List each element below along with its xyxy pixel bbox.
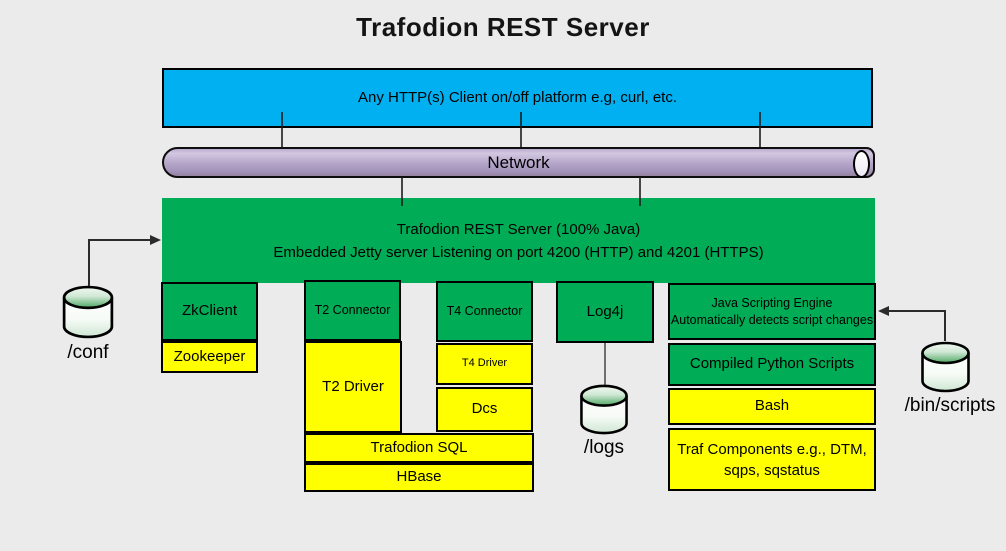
network-pipe-endcap — [853, 150, 870, 178]
rest-server-line1: Trafodion REST Server (100% Java) — [396, 220, 641, 238]
java-scripting-engine-line2: Automatically detects script changes — [670, 312, 874, 327]
dcs-box: Dcs — [436, 387, 533, 432]
traf-components-box: Traf Components e.g., DTM, sqps, sqstatu… — [668, 428, 876, 491]
rest-server-box: Trafodion REST Server (100% Java) Embedd… — [162, 198, 875, 283]
t4-driver-label: T4 Driver — [461, 357, 508, 370]
zookeeper-label: Zookeeper — [173, 347, 246, 365]
conf-label: /conf — [67, 342, 109, 363]
rest-server-line2: Embedded Jetty server Listening on port … — [273, 243, 764, 261]
bash-label: Bash — [754, 397, 790, 415]
java-scripting-engine-line1: Java Scripting Engine — [711, 295, 833, 310]
t2-driver-box: T2 Driver — [304, 341, 402, 433]
trafodion-sql-label: Trafodion SQL — [370, 438, 468, 456]
logs-database-icon — [580, 384, 628, 435]
compiled-python-scripts-label: Compiled Python Scripts — [689, 355, 855, 373]
dcs-label: Dcs — [471, 400, 498, 418]
conf-arrow — [88, 239, 152, 286]
t4-connector-label: T4 Connector — [446, 303, 523, 318]
t2-connector-label: T2 Connector — [314, 302, 391, 317]
http-client-label: Any HTTP(s) Client on/off platform e.g, … — [358, 88, 677, 106]
bash-box: Bash — [668, 388, 876, 425]
t4-driver-box: T4 Driver — [436, 343, 533, 385]
conf-database-icon — [62, 285, 114, 339]
diagram-title: Trafodion REST Server — [356, 12, 650, 42]
bin-scripts-database-icon — [921, 341, 970, 393]
zkclient-label: ZkClient — [181, 302, 237, 320]
bin-scripts-label: /bin/scripts — [904, 395, 996, 416]
traf-components-label: Traf Components e.g., DTM, sqps, sqstatu… — [677, 440, 867, 479]
log4j-label: Log4j — [586, 302, 624, 320]
zkclient-box: ZkClient — [161, 282, 258, 341]
conf-arrowhead — [150, 235, 161, 245]
java-scripting-engine-box: Java Scripting Engine Automatically dete… — [668, 283, 876, 340]
t2-driver-label: T2 Driver — [322, 377, 384, 395]
trafodion-sql-box: Trafodion SQL — [304, 433, 534, 463]
compiled-python-scripts-box: Compiled Python Scripts — [668, 343, 876, 386]
bin-scripts-arrow — [887, 310, 946, 341]
zookeeper-box: Zookeeper — [161, 341, 258, 373]
logs-label: /logs — [583, 437, 625, 458]
log4j-box: Log4j — [556, 281, 654, 343]
bin-scripts-arrowhead — [878, 306, 889, 316]
hbase-label: HBase — [396, 468, 442, 486]
http-client-box: Any HTTP(s) Client on/off platform e.g, … — [162, 68, 873, 128]
network-label: Network — [487, 152, 550, 172]
hbase-box: HBase — [304, 463, 534, 492]
t4-connector-box: T4 Connector — [436, 281, 533, 342]
t2-connector-box: T2 Connector — [304, 280, 401, 341]
network-pipe: Network — [162, 147, 875, 178]
